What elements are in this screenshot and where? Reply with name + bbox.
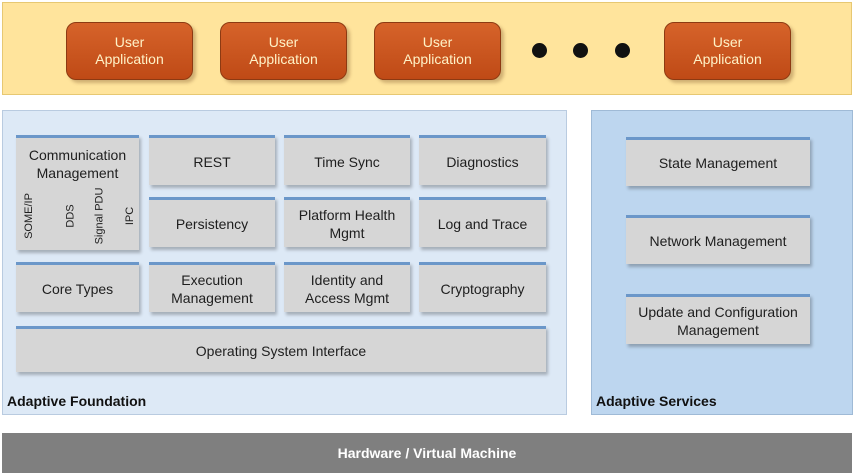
protocol-ipc: IPC [124,206,136,226]
protocol-dds: DDS [65,204,78,228]
adaptive-services-panel: State Management Network Management Upda… [591,110,853,415]
cryptography-block: Cryptography [419,262,546,312]
platform-health-block: Platform Health Mgmt [284,197,410,247]
identity-access-block: Identity and Access Mgmt [284,262,410,312]
user-application-4: User Application [664,22,791,80]
core-types-block: Core Types [16,262,139,312]
persistency-block: Persistency [149,197,275,247]
user-application-1: User Application [66,22,193,80]
hardware-layer: Hardware / Virtual Machine [2,433,852,473]
diagnostics-block: Diagnostics [419,135,546,185]
adaptive-services-title: Adaptive Services [596,393,717,409]
adaptive-foundation-panel: Communication Management SOME/IP DDS Sig… [2,110,567,415]
rest-block: REST [149,135,275,185]
adaptive-foundation-title: Adaptive Foundation [7,393,147,409]
state-management-block: State Management [626,137,810,186]
user-application-3: User Application [374,22,501,80]
time-sync-block: Time Sync [284,135,410,185]
ellipsis-dot-2 [573,43,588,58]
os-interface-block: Operating System Interface [16,326,546,372]
network-management-block: Network Management [626,215,810,264]
communication-management-block: Communication Management SOME/IP DDS Sig… [16,135,139,250]
communication-management-label: Communication Management [28,147,127,181]
protocol-someip: SOME/IP [23,193,35,239]
log-and-trace-block: Log and Trace [419,197,546,247]
update-configuration-block: Update and Configuration Management [626,294,810,344]
protocol-signal-pdu: Signal PDU [93,187,106,245]
ellipsis-dot-3 [615,43,630,58]
hardware-label: Hardware / Virtual Machine [337,445,517,461]
execution-management-block: Execution Management [149,262,275,312]
ellipsis-dot-1 [532,43,547,58]
user-application-2: User Application [220,22,347,80]
application-layer: User Application User Application User A… [2,2,852,95]
